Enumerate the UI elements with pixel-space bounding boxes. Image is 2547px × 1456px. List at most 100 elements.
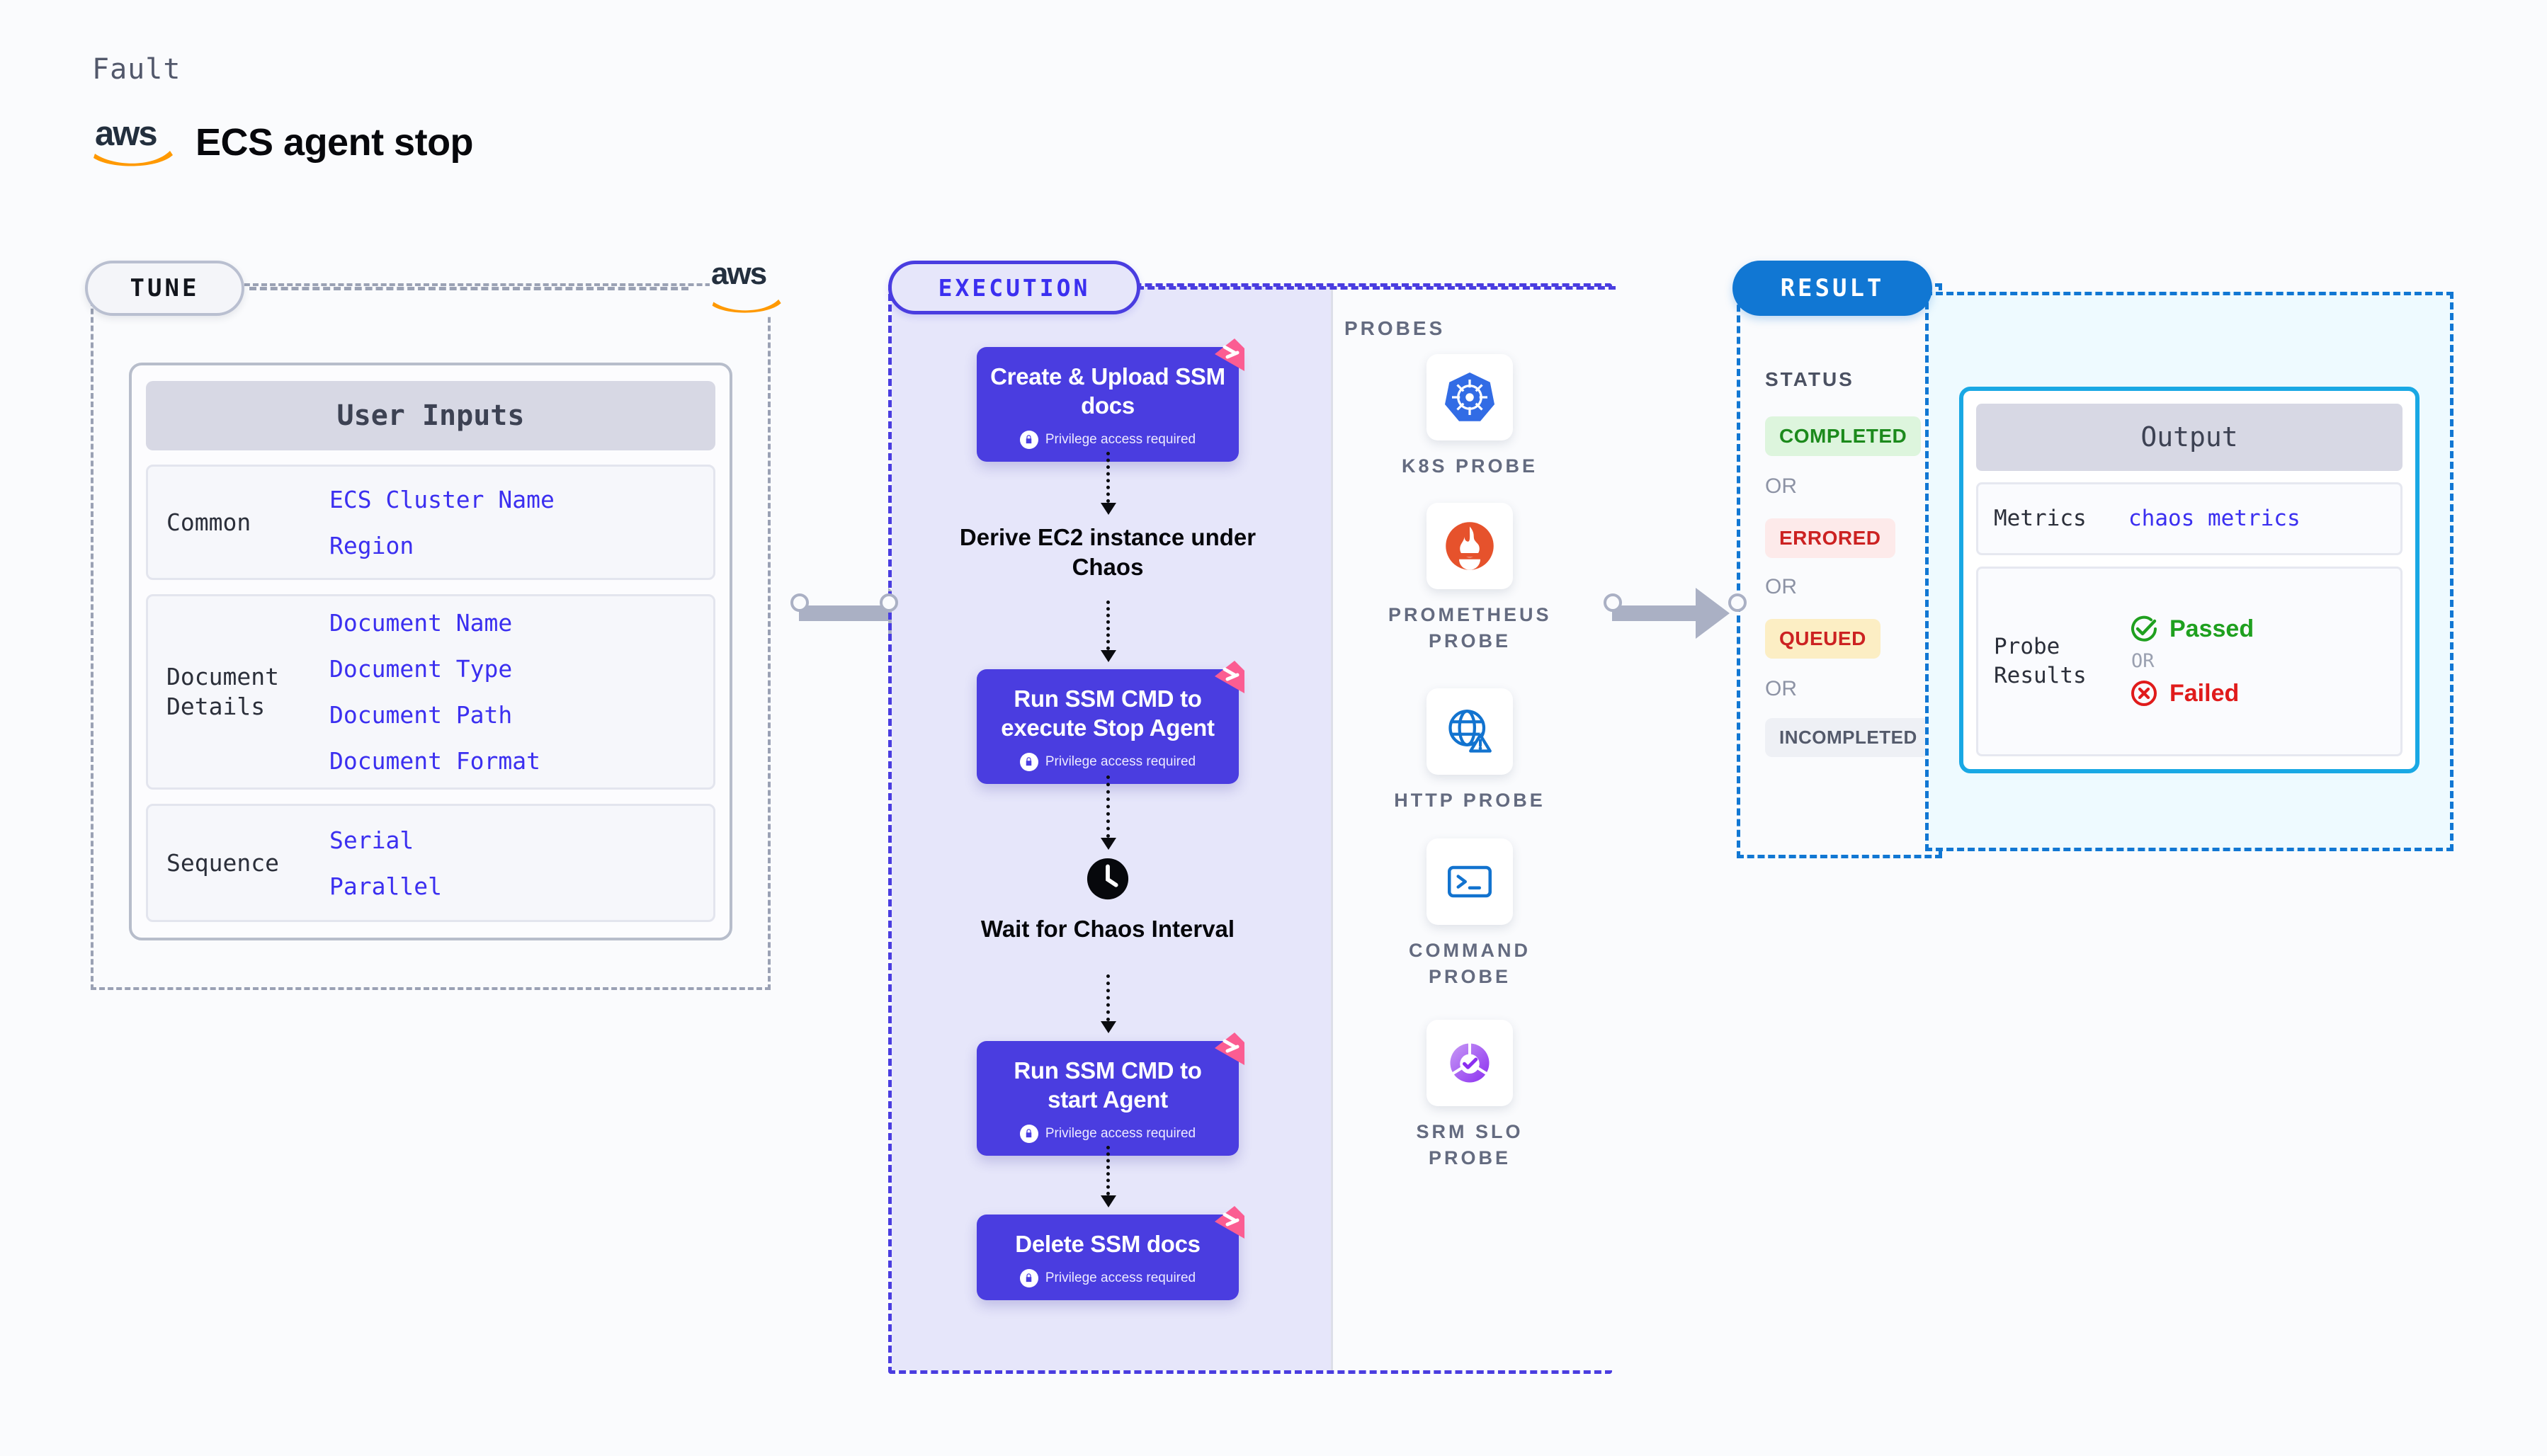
input-option[interactable]: Parallel xyxy=(329,872,442,900)
status-badge-errored: ERRORED xyxy=(1765,518,1895,558)
fault-title-row: aws ECS agent stop xyxy=(92,117,474,168)
connector-dot xyxy=(790,593,809,612)
kubernetes-icon xyxy=(1426,354,1513,440)
http-globe-icon xyxy=(1426,688,1513,775)
user-inputs-card: User Inputs Common ECS Cluster Name Regi… xyxy=(129,363,732,940)
input-group-label: Common xyxy=(166,508,251,536)
connector-dot xyxy=(1728,593,1747,612)
privilege-text: Privilege access required xyxy=(1045,1270,1196,1285)
privilege-note: Privilege access required xyxy=(988,430,1227,449)
input-option[interactable]: Document Type xyxy=(329,655,513,683)
tune-connector-line xyxy=(249,287,688,290)
flow-node-title: Delete SSM docs xyxy=(1015,1231,1201,1257)
flow-node-title: Create & Upload SSM docs xyxy=(990,363,1225,419)
flow-arrow xyxy=(1101,974,1116,1033)
flow-node-title: Derive EC2 instance under Chaos xyxy=(959,524,1257,580)
probe-label: PROMETHEUS PROBE xyxy=(1388,604,1552,652)
status-or-label: OR xyxy=(1765,474,1797,498)
lock-icon xyxy=(1019,752,1038,771)
lock-icon xyxy=(1019,430,1038,449)
probe-result-passed: Passed xyxy=(2128,613,2254,644)
probe-label: HTTP PROBE xyxy=(1394,790,1545,811)
flow-node-title: Run SSM CMD to start Agent xyxy=(1014,1057,1202,1113)
input-option[interactable]: Document Path xyxy=(329,701,513,729)
input-option[interactable]: ECS Cluster Name xyxy=(329,485,555,513)
flow-arrow xyxy=(1101,775,1116,850)
probe-item-prometheus[interactable]: PROMETHEUS PROBE xyxy=(1388,503,1551,654)
fault-label: Fault xyxy=(92,53,181,86)
probe-result-or-label: OR xyxy=(2131,650,2155,673)
privilege-note: Privilege access required xyxy=(988,752,1227,771)
probe-result-failed: Failed xyxy=(2128,678,2254,709)
input-group-common: Common ECS Cluster Name Region xyxy=(146,465,715,581)
output-row-probe-results: Probe Results Passed OR Failed xyxy=(1976,566,2403,756)
flow-arrow xyxy=(1101,452,1116,515)
flow-node-derive-ec2-instance: Derive EC2 instance under Chaos xyxy=(959,523,1257,581)
terminal-icon xyxy=(1426,838,1513,925)
status-badge-completed: COMPLETED xyxy=(1765,416,1922,456)
probe-item-http[interactable]: HTTP PROBE xyxy=(1388,688,1551,814)
metrics-value[interactable]: chaos metrics xyxy=(2128,506,2301,532)
user-inputs-title: User Inputs xyxy=(146,381,715,451)
flow-node-create-upload-ssm-docs[interactable]: Create & Upload SSM docs Privilege acces… xyxy=(977,339,1244,462)
probes-column xyxy=(1331,287,1616,1370)
srm-slo-icon xyxy=(1426,1020,1513,1106)
status-title: STATUS xyxy=(1765,368,1854,390)
probe-item-k8s[interactable]: K8S PROBE xyxy=(1388,354,1551,479)
execution-connector-line xyxy=(1137,286,1616,290)
tune-panel xyxy=(91,283,771,990)
input-option[interactable]: Document Name xyxy=(329,609,513,637)
probe-label: COMMAND PROBE xyxy=(1409,940,1531,987)
check-circle-icon xyxy=(2131,615,2157,642)
fault-flag-icon xyxy=(1215,1206,1244,1239)
probe-label: K8S PROBE xyxy=(1401,455,1538,477)
flow-arrow xyxy=(1101,1146,1116,1207)
flow-node-run-ssm-cmd-start-agent[interactable]: Run SSM CMD to start Agent Privilege acc… xyxy=(977,1033,1244,1156)
input-option[interactable]: Region xyxy=(329,531,414,559)
flow-node-title: Run SSM CMD to execute Stop Agent xyxy=(1001,686,1215,741)
privilege-note: Privilege access required xyxy=(988,1124,1227,1143)
clock-icon xyxy=(1087,858,1129,900)
probe-item-command[interactable]: COMMAND PROBE xyxy=(1388,838,1551,989)
x-circle-icon xyxy=(2131,681,2157,707)
input-group-label: Document Details xyxy=(166,663,279,721)
prometheus-icon xyxy=(1426,503,1513,589)
failed-label: Failed xyxy=(2169,679,2240,707)
probe-label: SRM SLO PROBE xyxy=(1416,1121,1524,1168)
probe-item-srm-slo[interactable]: SRM SLO PROBE xyxy=(1388,1020,1551,1171)
input-group-sequence: Sequence Serial Parallel xyxy=(146,804,715,922)
privilege-text: Privilege access required xyxy=(1045,431,1196,447)
metrics-label: Metrics xyxy=(1994,505,2087,531)
lock-icon xyxy=(1019,1268,1038,1287)
execution-badge: EXECUTION xyxy=(888,261,1140,314)
status-badge-incompleted: INCOMPLETED xyxy=(1765,718,1931,757)
output-card: Output Metrics chaos metrics Probe Resul… xyxy=(1959,387,2420,773)
status-or-label: OR xyxy=(1765,677,1797,700)
status-badge-queued: QUEUED xyxy=(1765,619,1881,659)
aws-logo-icon: aws xyxy=(92,117,176,168)
connector-dot xyxy=(880,593,898,612)
fault-flag-icon xyxy=(1215,1033,1244,1065)
flow-node-wait-for-chaos-interval: Wait for Chaos Interval xyxy=(959,857,1257,944)
result-badge: RESULT xyxy=(1732,261,1932,316)
input-group-document-details: Document Details Document Name Document … xyxy=(146,594,715,790)
privilege-note: Privilege access required xyxy=(988,1268,1227,1287)
probe-results-label: Probe Results xyxy=(1994,634,2087,688)
tune-badge: TUNE xyxy=(85,261,244,316)
page-title: ECS agent stop xyxy=(195,121,474,164)
fault-flag-icon xyxy=(1215,339,1244,371)
input-group-label: Sequence xyxy=(166,848,279,877)
output-title: Output xyxy=(1976,404,2403,471)
input-option[interactable]: Document Format xyxy=(329,747,541,775)
flow-node-run-ssm-cmd-stop-agent[interactable]: Run SSM CMD to execute Stop Agent Privil… xyxy=(977,661,1244,784)
lock-icon xyxy=(1019,1124,1038,1143)
flow-node-title: Wait for Chaos Interval xyxy=(980,916,1235,942)
flow-node-delete-ssm-docs[interactable]: Delete SSM docs Privilege access require… xyxy=(977,1206,1244,1300)
input-option[interactable]: Serial xyxy=(329,826,414,854)
privilege-text: Privilege access required xyxy=(1045,1125,1196,1141)
status-or-label: OR xyxy=(1765,575,1797,598)
output-row-metrics: Metrics chaos metrics xyxy=(1976,482,2403,555)
execution-column xyxy=(892,287,1331,1370)
execution-flow: Create & Upload SSM docs Privilege acces… xyxy=(888,283,1327,1374)
